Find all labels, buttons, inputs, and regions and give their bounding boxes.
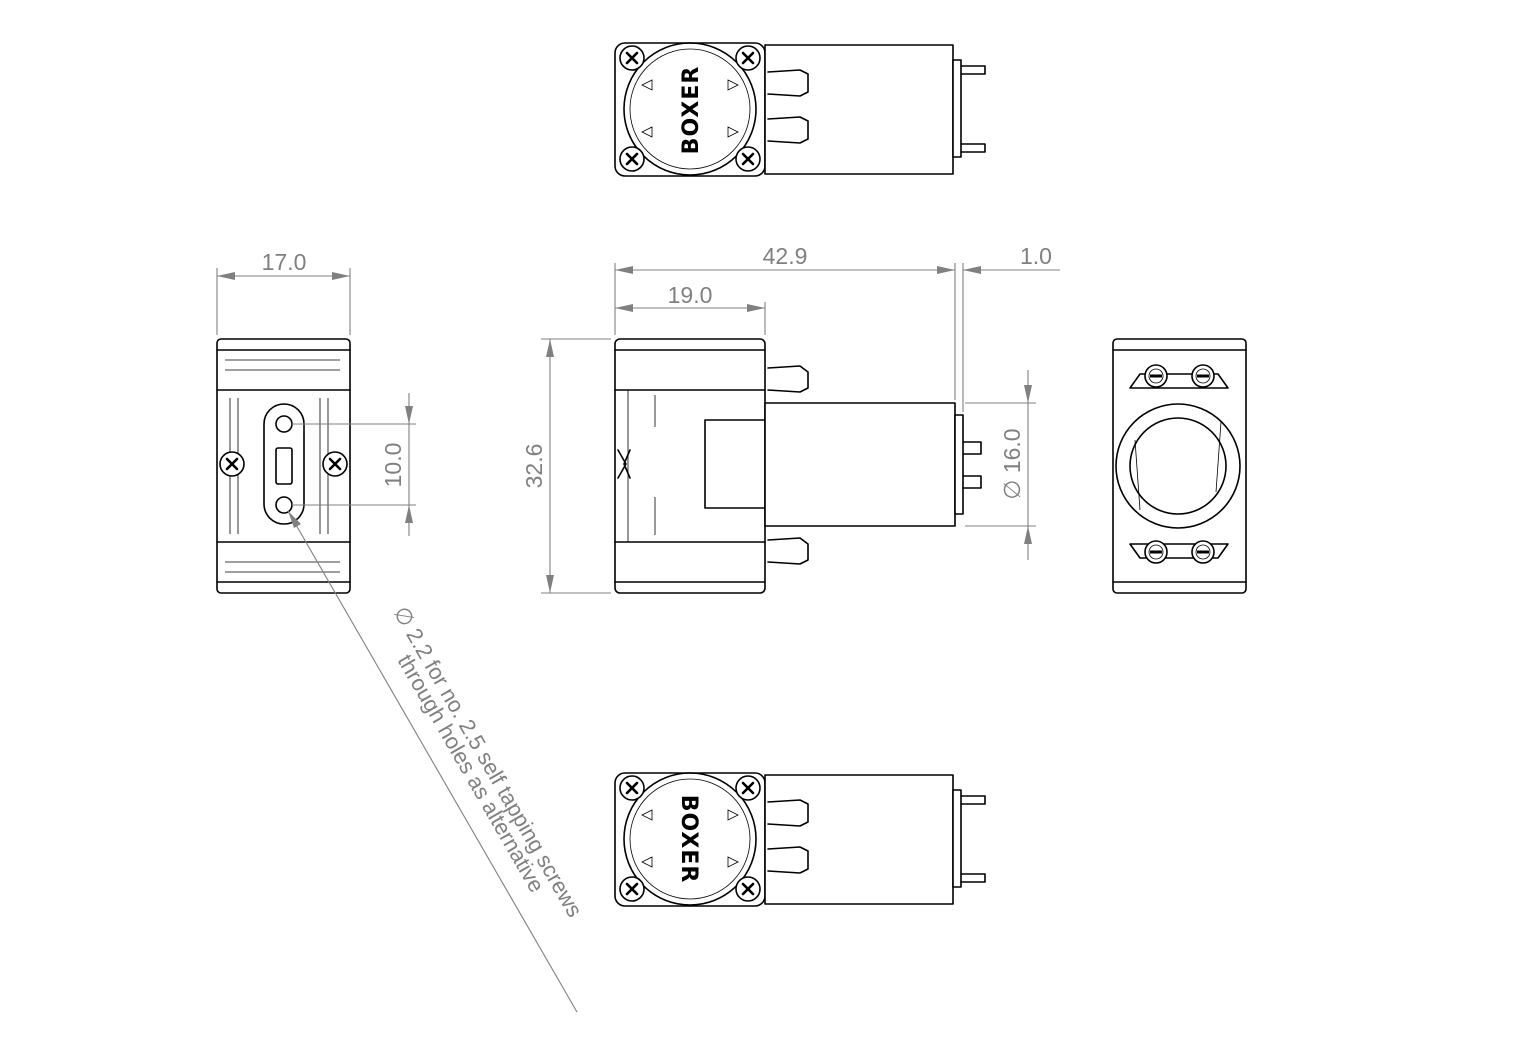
mounting-note-line1: ∅ 2.2 for no. 2.5 self tapping screws — [389, 602, 588, 921]
screw-icon — [1191, 540, 1215, 564]
end-body — [1112, 338, 1247, 594]
top-view-lower: BOXER — [614, 772, 986, 907]
screw-icon — [1144, 364, 1168, 388]
dimension-head-length: 19.0 — [615, 282, 766, 335]
side-view-left — [216, 338, 351, 594]
screw-icon — [734, 774, 762, 802]
dimension-motor-diameter: ∅ 16.0 — [965, 370, 1036, 560]
motor-body — [764, 774, 954, 905]
dim-label: ∅ 16.0 — [999, 428, 1025, 499]
screw-icon — [734, 875, 762, 903]
dim-label: 1.0 — [1020, 243, 1052, 269]
top-view-upper: BOXER — [614, 42, 986, 177]
screw-icon — [618, 774, 646, 802]
screw-icon — [1191, 364, 1215, 388]
dim-label: 17.0 — [262, 249, 307, 275]
pump-head-disc — [623, 772, 757, 906]
screw-icon — [1144, 540, 1168, 564]
dimension-width-side: 17.0 — [216, 249, 351, 335]
screw-icon — [321, 450, 349, 478]
dim-label: 42.9 — [763, 243, 808, 269]
screw-icon — [734, 44, 762, 72]
front-view — [614, 338, 982, 594]
screw-icon — [618, 875, 646, 903]
pump-head-disc — [623, 42, 757, 176]
dimension-height: 32.6 — [521, 338, 611, 594]
screw-icon — [618, 145, 646, 173]
mounting-note-line2: through holes as alternative — [393, 650, 550, 897]
brand-logo: BOXER — [676, 795, 701, 884]
dim-label: 19.0 — [668, 282, 713, 308]
dim-label: 10.0 — [380, 443, 406, 488]
end-motor-ring — [1115, 403, 1241, 529]
brand-logo: BOXER — [679, 66, 704, 155]
dimension-hole-spacing: 10.0 — [292, 393, 416, 536]
motor-body — [764, 44, 954, 175]
motor-body — [764, 402, 956, 527]
dimension-length-total: 42.9 — [614, 243, 956, 400]
dim-label: 32.6 — [521, 444, 547, 489]
dimension-connector-offset: 1.0 — [962, 243, 1060, 412]
end-view-right — [1112, 338, 1247, 594]
mounting-slot — [263, 403, 305, 525]
screw-icon — [618, 44, 646, 72]
screw-icon — [218, 450, 246, 478]
screw-icon — [734, 145, 762, 173]
